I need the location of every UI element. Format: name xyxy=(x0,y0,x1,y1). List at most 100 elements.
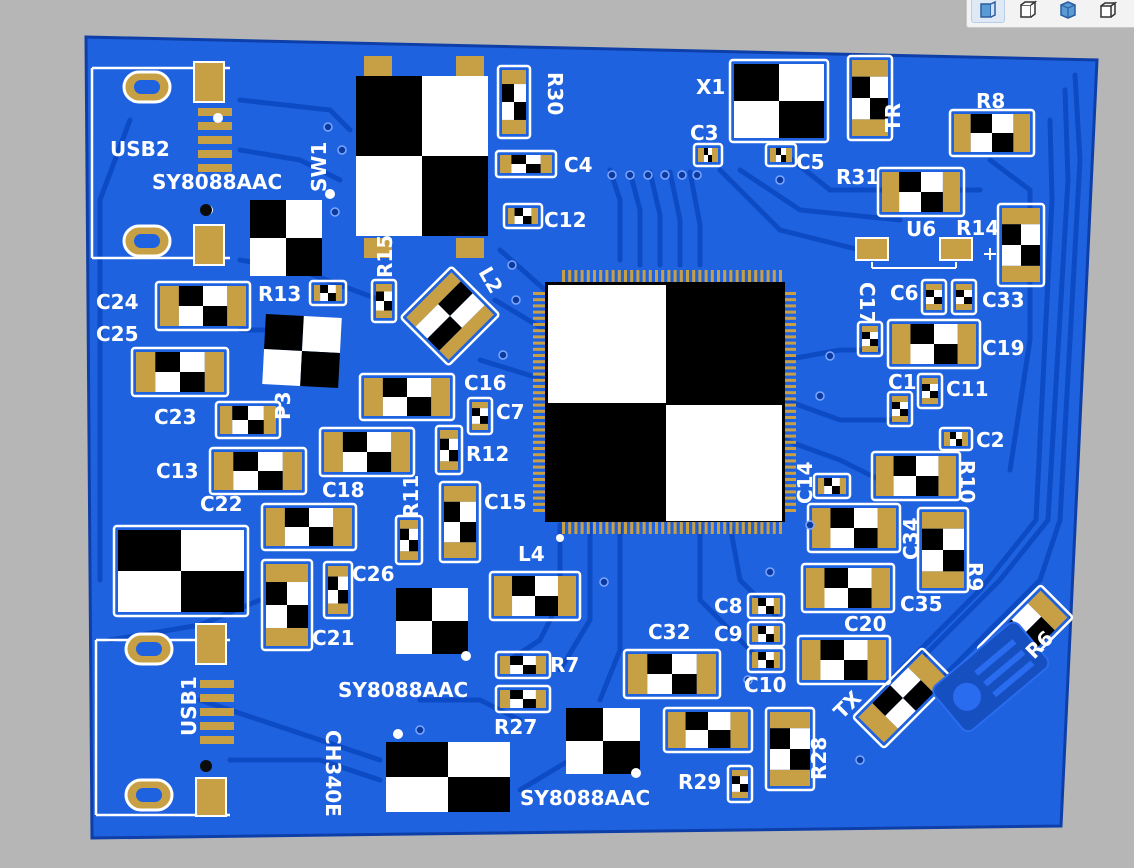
label-x1: X1 xyxy=(696,75,725,99)
c10-cap xyxy=(746,646,786,674)
c34-res xyxy=(916,506,970,594)
label-l4: L4 xyxy=(518,542,545,566)
c35-cap xyxy=(800,562,896,614)
label-sy-mid: SY8088AAC xyxy=(338,678,468,702)
label-c24: C24 xyxy=(96,290,139,314)
view-iso-button[interactable] xyxy=(1051,0,1085,23)
mcu-chip xyxy=(533,270,796,542)
c13-cap xyxy=(208,446,308,496)
label-r27: R27 xyxy=(494,715,537,739)
sy-bot-chip xyxy=(566,708,640,774)
label-ch340e: CH340E xyxy=(321,730,345,817)
r13-res xyxy=(308,279,348,307)
label-tr: TR xyxy=(881,103,905,132)
c17-cap xyxy=(856,320,884,358)
r7-res xyxy=(494,650,552,680)
label-r28: R28 xyxy=(807,737,831,780)
r14-res xyxy=(996,202,1046,288)
label-usb2: USB2 xyxy=(110,137,170,161)
label-c12: C12 xyxy=(544,208,587,232)
r29-res xyxy=(726,764,754,804)
pcb-components xyxy=(112,54,1074,812)
label-c20: C20 xyxy=(844,612,887,636)
label-c15: C15 xyxy=(484,490,527,514)
r11-res xyxy=(394,514,424,566)
c14-cap xyxy=(812,472,852,500)
x1-crystal xyxy=(728,58,830,144)
label-p3: P3 xyxy=(271,391,295,420)
r15-res xyxy=(370,278,398,324)
label-c7: C7 xyxy=(496,400,525,424)
c19-cap xyxy=(886,318,982,370)
view-side-icon xyxy=(1020,0,1038,18)
logo-mark xyxy=(932,621,1050,733)
label-c16: C16 xyxy=(464,371,507,395)
c32-cap xyxy=(622,648,722,700)
label-r13: R13 xyxy=(258,282,301,306)
view-layers-icon xyxy=(1100,1,1118,18)
view-layers-button[interactable] xyxy=(1091,0,1125,23)
u6-chip xyxy=(855,237,996,269)
c7-cap xyxy=(466,396,494,436)
label-sy-top: SY8088AAC xyxy=(152,170,282,194)
label-c4: C4 xyxy=(564,153,593,177)
p3-header xyxy=(262,314,342,388)
c21-cap xyxy=(260,558,314,652)
label-c22: C22 xyxy=(200,492,243,516)
big-inductor xyxy=(112,524,250,618)
label-c9: C9 xyxy=(714,622,743,646)
c26-cap xyxy=(322,560,354,620)
mounting-hole xyxy=(200,204,212,216)
label-c35: C35 xyxy=(900,592,943,616)
c9-cap xyxy=(746,620,786,648)
c2-cap xyxy=(938,426,974,452)
label-c34: C34 xyxy=(899,517,923,560)
label-r15: R15 xyxy=(373,235,397,278)
label-sw1: SW1 xyxy=(307,142,331,192)
view-iso-icon xyxy=(1060,1,1076,19)
r-bottom-res xyxy=(662,706,754,754)
usb1-connector xyxy=(94,623,234,817)
ch340e-chip xyxy=(386,742,510,812)
label-c14: C14 xyxy=(793,461,817,504)
usb2-connector xyxy=(90,61,232,266)
sy-mid-chip xyxy=(396,588,468,654)
label-usb1: USB1 xyxy=(177,676,201,736)
r10-res xyxy=(870,450,962,502)
view-front-button[interactable] xyxy=(971,0,1005,23)
sy-top-chip xyxy=(250,200,322,276)
c24-cap xyxy=(154,280,252,332)
pin1-marker xyxy=(461,651,471,661)
c11-cap xyxy=(916,372,944,410)
label-r31: R31 xyxy=(836,165,879,189)
label-c5: C5 xyxy=(796,150,825,174)
label-c11: C11 xyxy=(946,377,989,401)
pin1-marker xyxy=(631,768,641,778)
label-r29: R29 xyxy=(678,770,721,794)
c25-cap xyxy=(130,346,230,398)
r28-res xyxy=(764,706,816,792)
l2-ind xyxy=(400,266,500,366)
view-side-button[interactable] xyxy=(1011,0,1045,23)
r12-res xyxy=(434,424,464,476)
label-c32: C32 xyxy=(648,620,691,644)
c8-cap xyxy=(746,592,786,620)
label-c8: C8 xyxy=(714,594,743,618)
label-r11: R11 xyxy=(399,475,423,518)
pcb-vias xyxy=(323,122,865,765)
sw1-switch xyxy=(364,56,484,258)
label-r8: R8 xyxy=(976,89,1005,113)
label-r10: R10 xyxy=(955,460,979,503)
pin1-marker xyxy=(213,113,223,123)
tr-led xyxy=(846,54,894,142)
c16-cap xyxy=(358,372,456,422)
c1-cap xyxy=(886,390,914,428)
r8-res xyxy=(948,108,1036,158)
view-front-icon xyxy=(980,0,996,18)
mounting-hole xyxy=(200,760,212,772)
label-c33: C33 xyxy=(982,288,1025,312)
label-c26: C26 xyxy=(352,562,395,586)
c-unnamed-cap xyxy=(806,502,902,554)
c23-cap xyxy=(214,400,282,440)
